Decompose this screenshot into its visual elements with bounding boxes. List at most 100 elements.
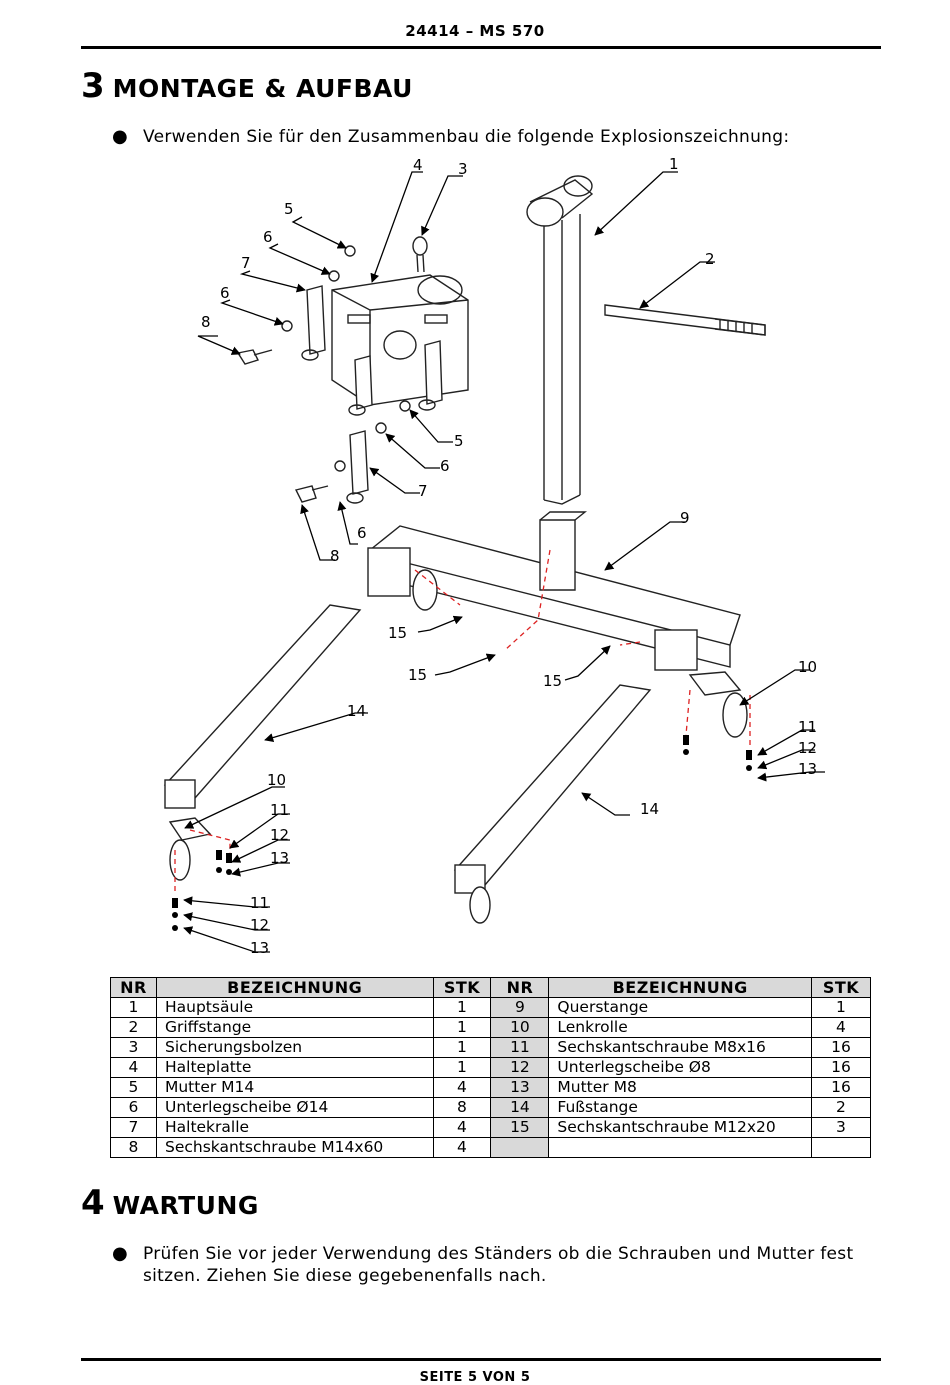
- handle-bar-part: [604, 304, 766, 336]
- part-number: [490, 1137, 550, 1158]
- column-header: STK: [810, 977, 872, 998]
- table-row: 4 Halteplatte 1 12 Unterlegscheibe Ø8 16: [110, 1057, 872, 1078]
- part-number: 12: [490, 1057, 550, 1078]
- part-number: 9: [490, 997, 550, 1018]
- part-quantity: 16: [810, 1077, 872, 1098]
- part-name: Mutter M14: [155, 1077, 434, 1098]
- part-name: Unterlegscheibe Ø14: [155, 1097, 434, 1118]
- part-number: 11: [490, 1037, 550, 1058]
- part-name: Sechskantschraube M12x20: [548, 1117, 812, 1138]
- table-row: 1 Hauptsäule 1 9 Querstange 1: [110, 997, 872, 1018]
- part-name: Halteplatte: [155, 1057, 434, 1078]
- cross-bar-part: [367, 511, 741, 671]
- part-name: Hauptsäule: [155, 997, 434, 1018]
- callout-label: 6: [263, 228, 273, 246]
- parts-drawing: [163, 175, 766, 924]
- part-name: [548, 1137, 812, 1158]
- callout-label: 14: [640, 800, 659, 818]
- part-name: Querstange: [548, 997, 812, 1018]
- column-header: BEZEICHNUNG: [155, 977, 434, 998]
- section-4-bullet-text: Prüfen Sie vor jeder Verwendung des Stän…: [143, 1244, 854, 1286]
- part-quantity: 16: [810, 1037, 872, 1058]
- part-name: Fußstange: [548, 1097, 812, 1118]
- callout-label: 11: [270, 801, 289, 819]
- callout-label: 6: [440, 457, 450, 475]
- part-quantity: 8: [432, 1097, 492, 1118]
- header-rule: [81, 46, 881, 49]
- callout-label: 3: [458, 160, 468, 178]
- callout-label: 10: [798, 658, 817, 676]
- part-name: Mutter M8: [548, 1077, 812, 1098]
- part-number: 15: [490, 1117, 550, 1138]
- callout-label: 6: [220, 284, 230, 302]
- part-quantity: 4: [810, 1017, 872, 1038]
- part-number: 3: [110, 1037, 157, 1058]
- part-number: 4: [110, 1057, 157, 1078]
- part-quantity: 4: [432, 1117, 492, 1138]
- part-number: 5: [110, 1077, 157, 1098]
- callout-label: 6: [357, 524, 367, 542]
- part-quantity: 3: [810, 1117, 872, 1138]
- part-name: Sechskantschraube M14x60: [155, 1137, 434, 1158]
- callout-label: 1: [669, 155, 679, 173]
- part-quantity: 4: [432, 1077, 492, 1098]
- callout-label: 14: [347, 702, 366, 720]
- part-name: Unterlegscheibe Ø8: [548, 1057, 812, 1078]
- part-quantity: 16: [810, 1057, 872, 1078]
- table-row: 7 Haltekralle 4 15 Sechskantschraube M12…: [110, 1117, 872, 1138]
- callout-label: 12: [250, 916, 269, 934]
- fastener-parts: [236, 245, 411, 503]
- callout-label: 15: [388, 624, 407, 642]
- part-number: 10: [490, 1017, 550, 1038]
- table-row: 8 Sechskantschraube M14x60 4: [110, 1137, 872, 1158]
- part-name: Griffstange: [155, 1017, 434, 1038]
- part-number: 6: [110, 1097, 157, 1118]
- callout-label: 5: [284, 200, 294, 218]
- part-number: 7: [110, 1117, 157, 1138]
- section-4-title: WARTUNG: [112, 1191, 259, 1220]
- table-row: 3 Sicherungsbolzen 1 11 Sechskantschraub…: [110, 1037, 872, 1058]
- footer-rule: [81, 1358, 881, 1361]
- safety-pin-part: [412, 236, 428, 273]
- parts-list-table: NR BEZEICHNUNG STK NR BEZEICHNUNG STK 1 …: [110, 977, 872, 1158]
- table-row: 5 Mutter M14 4 13 Mutter M8 16: [110, 1077, 872, 1098]
- callout-label: 15: [543, 672, 562, 690]
- part-quantity: 1: [432, 997, 492, 1018]
- callout-label: 15: [408, 666, 427, 684]
- part-name: Sechskantschraube M8x16: [548, 1037, 812, 1058]
- callout-label: 12: [270, 826, 289, 844]
- part-number: 2: [110, 1017, 157, 1038]
- callout-label: 4: [413, 156, 423, 174]
- part-number: 1: [110, 997, 157, 1018]
- part-quantity: 2: [810, 1097, 872, 1118]
- callout-label: 2: [705, 250, 715, 268]
- column-header: NR: [490, 977, 550, 998]
- part-quantity: 1: [810, 997, 872, 1018]
- part-quantity: 1: [432, 1037, 492, 1058]
- bullet-icon: ●: [112, 126, 129, 147]
- column-header: BEZEICHNUNG: [548, 977, 812, 998]
- column-header: NR: [110, 977, 157, 998]
- callout-label: 11: [250, 894, 269, 912]
- document-header-title: 24414 – MS 570: [405, 22, 545, 40]
- part-number: 8: [110, 1137, 157, 1158]
- callout-label: 13: [270, 849, 289, 867]
- column-header: STK: [432, 977, 492, 998]
- callout-label: 8: [330, 547, 340, 565]
- callout-label: 8: [201, 313, 211, 331]
- bullet-icon: ●: [112, 1243, 129, 1264]
- section-3-bullet-text: Verwenden Sie für den Zusammenbau die fo…: [143, 127, 790, 147]
- callout-label: 7: [241, 254, 251, 272]
- part-quantity: 1: [432, 1017, 492, 1038]
- small-hardware-marks: [172, 735, 752, 931]
- callout-label: 5: [454, 432, 464, 450]
- callout-label: 11: [798, 718, 817, 736]
- table-row: 2 Griffstange 1 10 Lenkrolle 4: [110, 1017, 872, 1038]
- part-quantity: 4: [432, 1137, 492, 1158]
- part-number: 14: [490, 1097, 550, 1118]
- mounting-plate-part: [331, 274, 469, 406]
- part-name: Sicherungsbolzen: [155, 1037, 434, 1058]
- callout-arrows: [183, 171, 825, 953]
- table-row: 6 Unterlegscheibe Ø14 8 14 Fußstange 2: [110, 1097, 872, 1118]
